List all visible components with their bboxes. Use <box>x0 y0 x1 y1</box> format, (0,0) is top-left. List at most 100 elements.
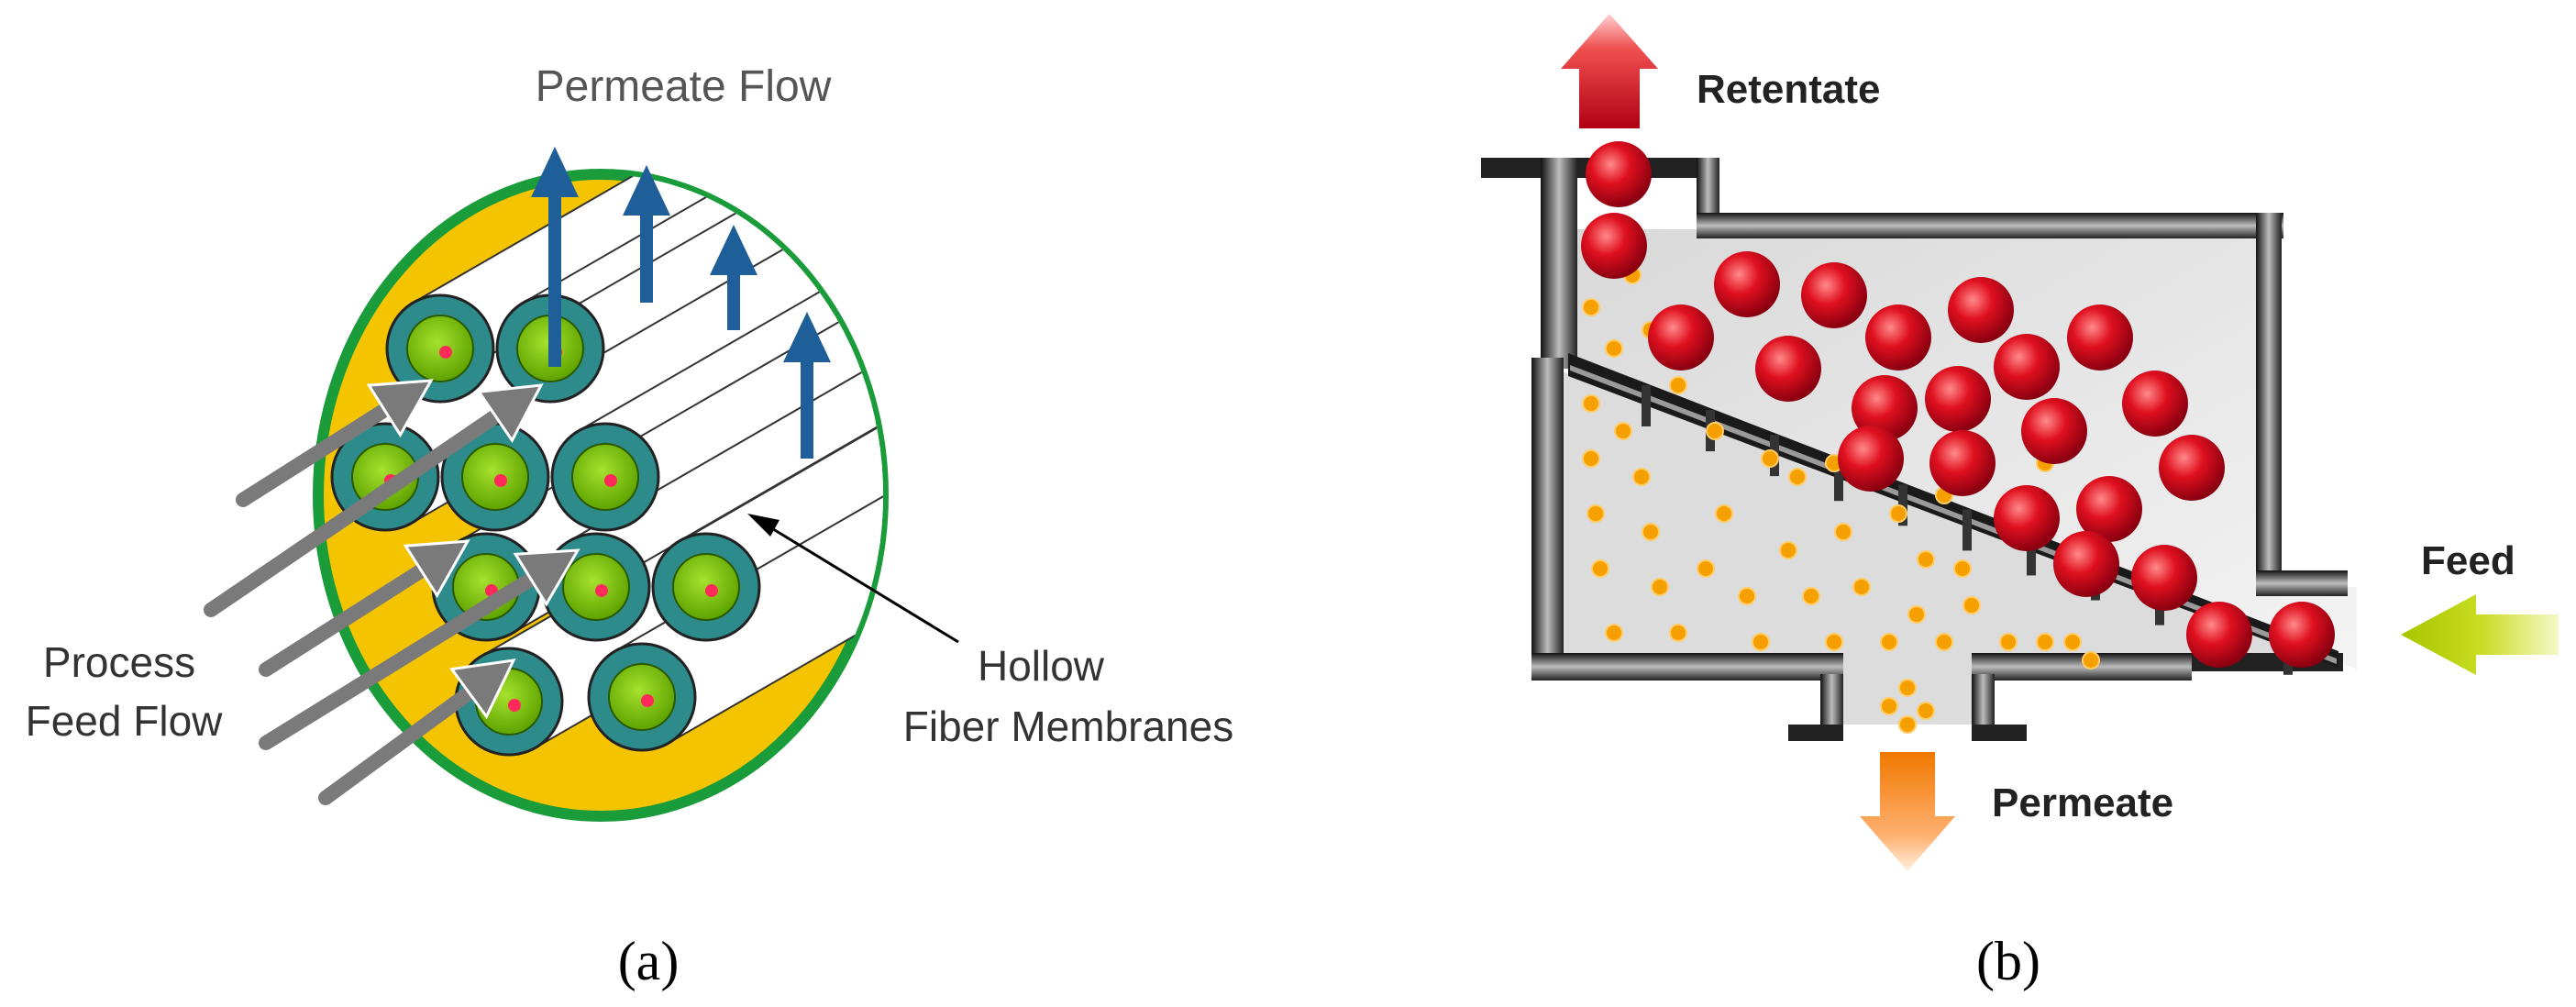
membrane-rib <box>2027 534 2036 576</box>
orange-particle <box>1779 541 1797 559</box>
orange-particle <box>1605 339 1623 358</box>
solute-dot <box>604 474 617 487</box>
feed-arrow-shaft <box>318 685 477 805</box>
feed-arrow-shaft <box>204 408 503 617</box>
orange-particle <box>1907 605 1926 624</box>
feed-arrow <box>2401 594 2559 675</box>
orange-particle <box>1752 633 1770 651</box>
orange-particle <box>1898 679 1917 697</box>
orange-particle <box>1962 596 1981 614</box>
permeate-arrow <box>1860 752 1955 871</box>
permeate-particles <box>1582 266 2100 734</box>
fiber-lumen <box>571 443 639 511</box>
orange-particle <box>1582 394 1600 413</box>
hollow-fiber-pointer <box>747 514 959 644</box>
solute-dot <box>439 346 452 359</box>
membrane-rib <box>1962 509 1972 551</box>
orange-particle <box>1706 422 1724 440</box>
feed-arrow-head <box>366 379 434 438</box>
feed-arrow-shaft <box>259 563 429 677</box>
membrane-rib <box>1898 484 1907 526</box>
red-particle <box>1994 485 2060 551</box>
orange-particle <box>1825 633 1843 651</box>
caption-b: (b) <box>1976 931 2040 991</box>
feed-flow-label: Feed Flow <box>26 697 224 745</box>
red-particle <box>2067 304 2133 371</box>
orange-particle <box>1651 578 1669 596</box>
red-particle <box>1994 334 2060 400</box>
red-particle <box>1852 375 1918 441</box>
retentate-label: Retentate <box>1697 67 1881 112</box>
orange-particle <box>2036 633 2054 651</box>
orange-particle <box>1953 559 1972 578</box>
feed-arrow-head <box>403 539 470 599</box>
fiber-lumen <box>562 553 630 621</box>
feed-label: Feed <box>2421 538 2515 583</box>
solute-dot <box>705 584 718 597</box>
fiber-lumen <box>461 443 529 511</box>
orange-particle <box>1697 559 1715 578</box>
orange-particle <box>1614 422 1632 440</box>
red-particle <box>1648 304 1714 371</box>
feed-arrow-head <box>476 383 544 444</box>
red-particle <box>2053 531 2119 597</box>
red-particle <box>1925 366 1991 432</box>
fiber-membranes-label: Fiber Membranes <box>903 703 1233 750</box>
solute-dot <box>595 584 608 597</box>
permeate-arrow-head <box>623 165 670 216</box>
orange-particle <box>1582 449 1600 468</box>
permeate-arrow-head <box>783 312 831 362</box>
permeate-arrow-head <box>710 225 757 275</box>
solute-dot <box>508 699 521 712</box>
retentate-arrow <box>1561 14 1658 128</box>
orange-particle <box>1880 697 1898 715</box>
orange-particle <box>1669 376 1687 394</box>
permeate-label: Permeate <box>1992 780 2173 825</box>
orange-particle <box>1738 587 1756 605</box>
orange-particle <box>1761 449 1779 468</box>
permeate-flow-label: Permeate Flow <box>536 62 832 111</box>
orange-particle <box>1917 550 1935 569</box>
orange-particle <box>1669 624 1687 642</box>
orange-particle <box>2082 651 2100 669</box>
red-particle <box>1948 277 2014 343</box>
feed-arrow-shaft <box>236 403 392 507</box>
red-particle <box>1581 213 1647 279</box>
orange-particle <box>1898 715 1917 734</box>
orange-particle <box>1999 633 2018 651</box>
red-particle <box>1586 141 1652 207</box>
feed-arrow-shaft <box>259 571 538 750</box>
orange-particle <box>1788 468 1807 486</box>
orange-particle <box>1715 504 1733 523</box>
permeate-arrow-head <box>531 147 579 197</box>
orange-particle <box>1917 702 1935 720</box>
membrane-rib <box>1642 384 1651 426</box>
solute-dot <box>641 694 654 707</box>
orange-particle <box>1889 504 1907 523</box>
orange-particle <box>1582 298 1600 316</box>
red-particle <box>2186 602 2252 668</box>
red-particle <box>1838 426 1904 492</box>
permeate-flow-arrows <box>531 147 831 459</box>
orange-particle <box>1605 624 1623 642</box>
orange-particle <box>2063 633 2082 651</box>
red-particle <box>1929 430 1996 496</box>
fiber-lumen <box>406 315 474 382</box>
red-particle <box>1801 262 1867 328</box>
red-particle <box>2131 545 2197 611</box>
permeate-chamber <box>1550 367 2329 725</box>
orange-particle <box>1880 633 1898 651</box>
orange-particle <box>1591 559 1609 578</box>
orange-particle <box>1587 504 1605 523</box>
fiber-lumen <box>608 663 676 731</box>
panel-b-crossflow-diagram: Retentate Feed Permeate (b) <box>1481 14 2559 991</box>
caption-a: (a) <box>618 931 680 991</box>
orange-particle <box>1802 587 1820 605</box>
red-particle <box>2159 435 2225 501</box>
red-particle <box>2076 476 2142 542</box>
hollow-label: Hollow <box>978 642 1105 690</box>
orange-particle <box>1935 633 1953 651</box>
process-label: Process <box>43 638 195 686</box>
process-feed-arrows <box>204 379 580 805</box>
